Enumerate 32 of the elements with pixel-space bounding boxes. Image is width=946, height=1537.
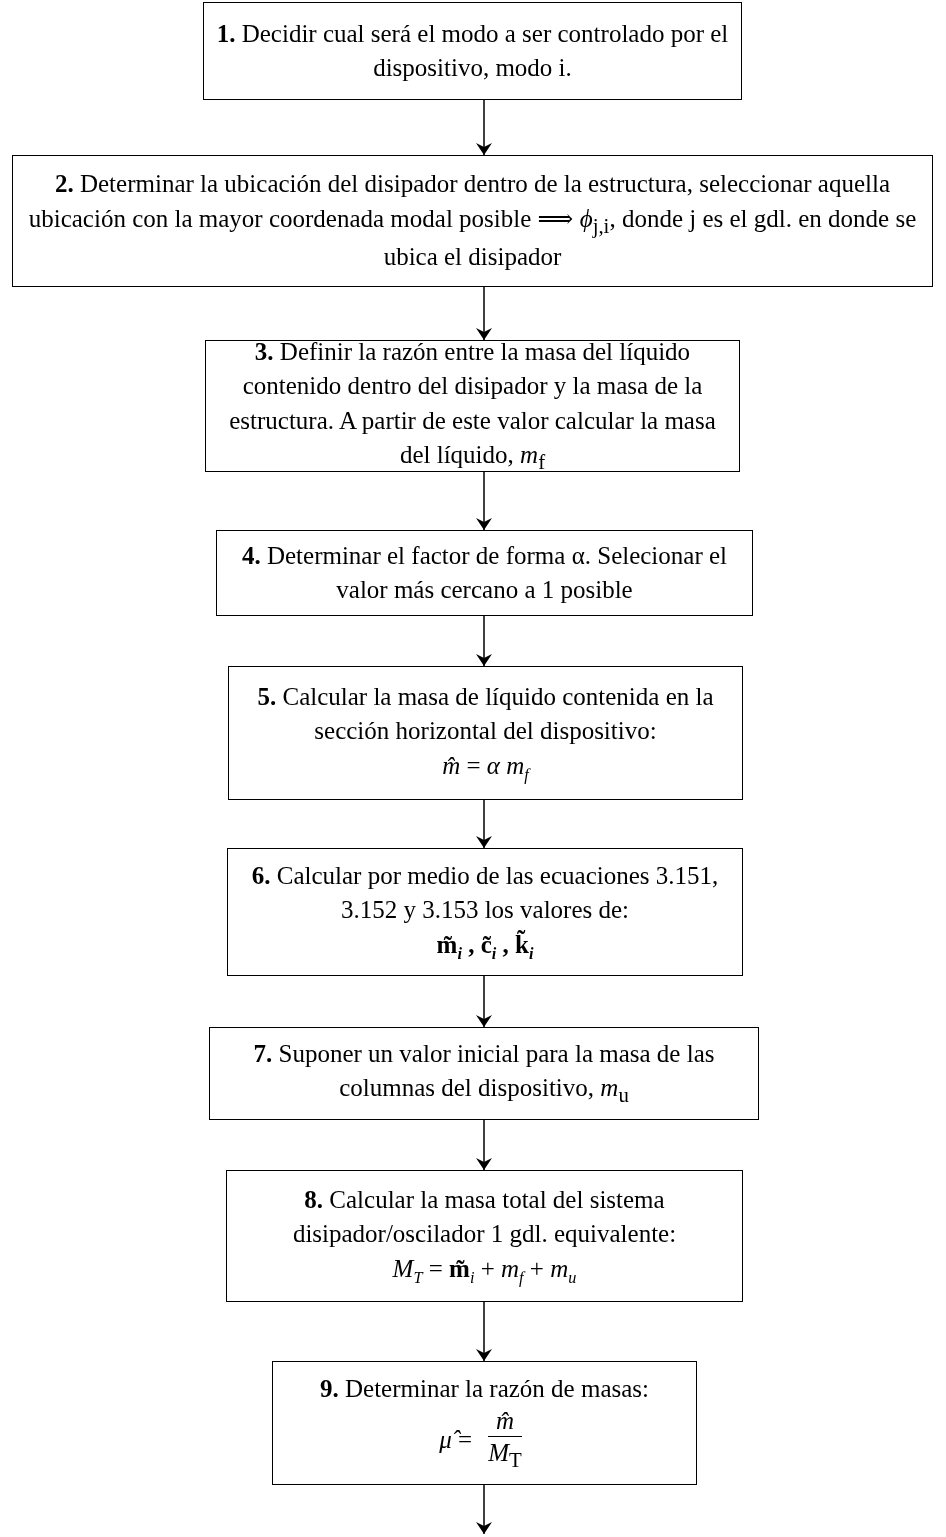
arrow bbox=[476, 1119, 492, 1171]
step-text: 2. Determinar la ubicación del disipador dentro de la estructura, seleccionar aquella ubicación con la mayor coordenada modal posible ⟹ ϕ$_{j,i}$, donde j es el gdl. en donde se ubica el disipador bbox=[27, 169, 918, 273]
arrow bbox=[476, 799, 492, 849]
arrow bbox=[476, 975, 492, 1028]
arrow bbox=[476, 615, 492, 667]
fraction-denominator: M$_{T}$ bbox=[487, 1438, 523, 1475]
step-text: 4. Determinar el factor de forma α. Selecionar el valor más cercano a 1 posible bbox=[240, 540, 729, 605]
equation: M$_{T}$ = m̃$_{i}$ + m$_{f}$ + m$_{u}$ bbox=[392, 1253, 577, 1289]
arrow bbox=[476, 1484, 492, 1535]
step-text: 8. Calcular la masa total del sistema disipador/oscilador 1 gdl. equivalente: bbox=[291, 1184, 678, 1250]
step-text: 7. Suponer un valor inicial para la masa de las columnas del dispositivo, m$_{u}$ bbox=[252, 1038, 716, 1110]
step-text: 6. Calcular por medio de las ecuaciones 3.151, 3.152 y 3.153 los valores de: bbox=[250, 860, 720, 926]
equation: m̃$_{i}$ , c̃$_{i}$ , k̃$_{i}$ bbox=[436, 929, 534, 965]
arrow bbox=[476, 1301, 492, 1362]
process-box bbox=[272, 1361, 697, 1485]
process-box bbox=[209, 1027, 759, 1120]
equation: m̂ = α m$_{f}$ bbox=[442, 750, 529, 786]
process-box bbox=[12, 155, 933, 287]
process-box bbox=[216, 530, 753, 616]
process-box bbox=[203, 2, 742, 100]
process-box bbox=[228, 666, 743, 800]
step-text: 5. Calcular la masa de líquido contenida en la sección horizontal del dispositivo: bbox=[256, 681, 715, 747]
process-box bbox=[227, 848, 743, 976]
arrow bbox=[476, 471, 492, 531]
arrow bbox=[476, 99, 492, 156]
process-box bbox=[226, 1170, 743, 1302]
step-text: 1. Decidir cual será el modo a ser controlado por el dispositivo, modo i. bbox=[215, 18, 730, 83]
arrow bbox=[476, 286, 492, 341]
fraction-numerator: m̂ bbox=[487, 1406, 522, 1438]
step-text: 3. Definir la razón entre la masa del líquido contenido dentro del disipador y la masa de la estructura. A partir de este valor calcular la masa del líquido, m$_{f}$ bbox=[228, 336, 717, 477]
equation: μ̂ = bbox=[439, 1425, 473, 1455]
step-text: 9. Determinar la razón de masas: bbox=[320, 1373, 649, 1404]
